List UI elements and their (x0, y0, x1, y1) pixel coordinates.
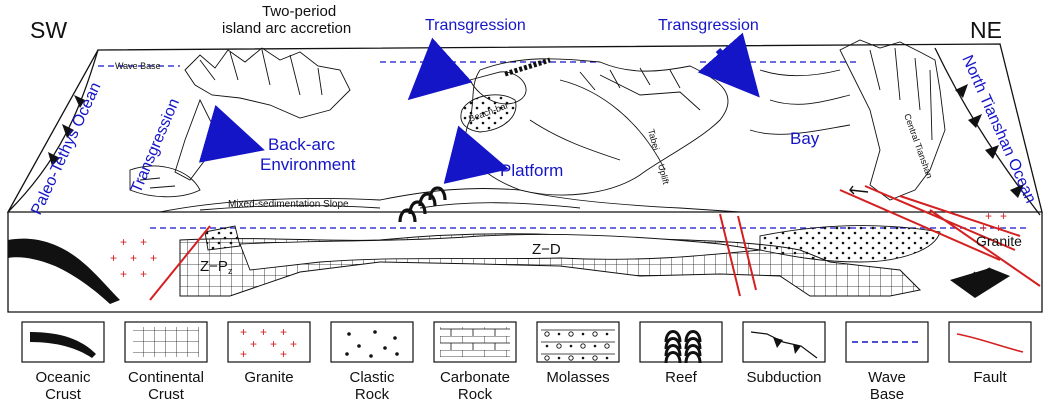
platform-label: Platform (500, 161, 563, 180)
wave-base-label: Wave Base (115, 61, 161, 71)
legend-label: Oceanic (35, 369, 91, 386)
clastic-left (204, 225, 241, 251)
subduction-icon (742, 321, 826, 363)
legend-item: Reef (639, 321, 723, 386)
continental-crust-icon (124, 321, 208, 363)
svg-text:+: + (120, 235, 127, 249)
central-tianshan-label: Central Tianshan (902, 112, 935, 179)
svg-text:+: + (140, 267, 147, 281)
back-arc-label: Back-arc (268, 135, 336, 154)
legend-label: Reef (665, 369, 698, 386)
clastic-rock-icon (330, 321, 414, 363)
svg-text:+: + (130, 251, 137, 265)
fault-icon (948, 321, 1032, 363)
oceanic-crust-icon (21, 321, 105, 363)
faults (149, 185, 1041, 301)
svg-text:+: + (110, 251, 117, 265)
two-period-label: Two-period (262, 3, 336, 20)
svg-text:+: + (260, 325, 267, 339)
reef-body (398, 186, 447, 223)
sw-label: SW (30, 17, 67, 43)
legend-item: ++++++++Granite (227, 321, 311, 386)
subduction-left (7, 49, 99, 213)
carbonate-rock-icon (433, 321, 517, 363)
oceanic-crust-left (8, 238, 120, 304)
molasses-icon (536, 321, 620, 363)
north-tianshan-label: North Tianshan Ocean (958, 53, 1039, 206)
legend-label: Rock (458, 386, 493, 402)
svg-text:+: + (280, 325, 287, 339)
oceanic-crust-right (950, 268, 1010, 298)
svg-text:+: + (985, 209, 992, 223)
svg-text:+: + (150, 251, 157, 265)
clastic-wedge-right (759, 225, 941, 263)
svg-text:+: + (290, 337, 297, 351)
legend-label: Molasses (546, 369, 609, 386)
legend-label: Base (870, 386, 904, 402)
transgression-top-left: Transgression (425, 17, 526, 34)
ne-label: NE (970, 17, 1002, 43)
legend-label: Subduction (746, 369, 821, 386)
granite-icon: ++++++++ (227, 321, 311, 363)
svg-text:+: + (120, 267, 127, 281)
svg-text:+: + (240, 325, 247, 339)
z-pz-label: Z−Pz (200, 258, 233, 276)
legend-item: Fault (948, 321, 1032, 386)
transgression-side: Transgression (128, 96, 183, 195)
granite-label: Granite (976, 233, 1022, 249)
granite-left: ++ +++ ++ (110, 235, 157, 281)
svg-text:+: + (270, 337, 277, 351)
legend-label: Fault (973, 369, 1007, 386)
legend-item: Molasses (536, 321, 620, 386)
transgression-top-right: Transgression (658, 17, 759, 34)
svg-text:+: + (250, 337, 257, 351)
legend-label: Crust (148, 386, 185, 402)
svg-text:+: + (240, 347, 247, 361)
legend-label: Wave (868, 369, 906, 386)
paleo-tethys-label: Paleo-Tethys Ocean (28, 80, 104, 218)
mixed-slope-label: Mixed-sedimentation Slope (228, 199, 349, 210)
svg-text:+: + (1000, 209, 1007, 223)
island-arc-label: island arc accretion (222, 20, 351, 37)
flow-arrows (198, 32, 760, 184)
legend-label: Clastic (349, 369, 395, 386)
legend-label: Crust (45, 386, 82, 402)
environment-label: Environment (260, 155, 356, 174)
legend-label: Continental (128, 369, 204, 386)
svg-text:+: + (140, 235, 147, 249)
terrain-sketch (129, 39, 946, 213)
beach-bar-area (460, 57, 551, 133)
z-d-label: Z−D (532, 241, 561, 258)
wave-base-icon (845, 321, 929, 363)
legend-label: Granite (244, 369, 293, 386)
reef-icon (639, 321, 723, 364)
tabei-label: Tabei (646, 128, 661, 151)
legend-label: Rock (355, 386, 390, 402)
bay-label: Bay (790, 129, 820, 148)
fault-motion-arrows (849, 185, 991, 280)
subduction-right (934, 47, 1041, 216)
svg-text:+: + (980, 221, 987, 235)
svg-text:+: + (280, 347, 287, 361)
legend: OceanicCrustContinentalCrust++++++++Gran… (21, 321, 1032, 402)
legend-label: Carbonate (440, 369, 510, 386)
uplift-label: Uplift (656, 163, 671, 186)
legend-item: Subduction (742, 321, 826, 386)
